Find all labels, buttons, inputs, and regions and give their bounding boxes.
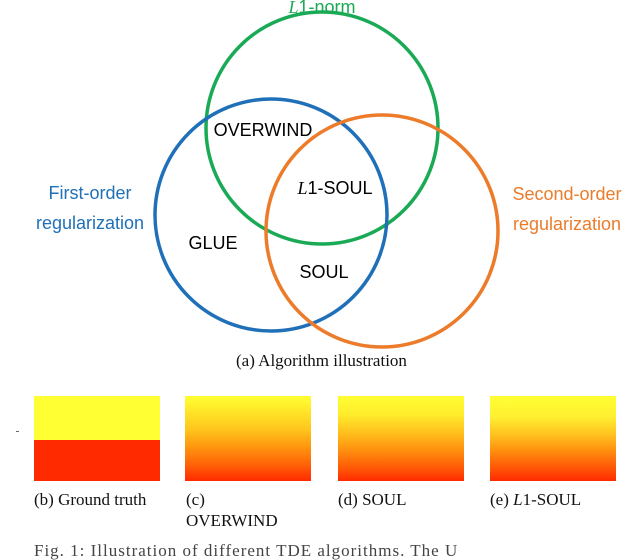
left-edge-mark xyxy=(16,431,19,432)
second-order-circle xyxy=(264,113,500,349)
first-order-circle xyxy=(153,97,389,333)
l1-soul-region-label: L1-SOUL xyxy=(296,178,372,198)
first-order-label-line2: regularization xyxy=(36,213,144,233)
overwind-result-image xyxy=(185,396,311,481)
figure-caption-cut: Fig. 1: Illustration of different TDE al… xyxy=(0,540,640,560)
second-order-label-line1: Second-order xyxy=(512,184,621,204)
first-order-label-line1: First-order xyxy=(48,183,131,203)
second-order-label-line2: regularization xyxy=(513,214,621,234)
soul-region-label: SOUL xyxy=(299,262,348,282)
l1-norm-label: L1-norm xyxy=(287,0,355,17)
figure-caption-text: Fig. 1: Illustration of different TDE al… xyxy=(34,541,459,560)
caption-e: (e) L1-SOUL xyxy=(490,490,582,509)
caption-a: (a) Algorithm illustration xyxy=(236,351,407,370)
caption-c-line1: (c) xyxy=(186,490,205,509)
overwind-region-label: OVERWIND xyxy=(214,120,313,140)
caption-b: (b) Ground truth xyxy=(34,490,147,509)
caption-c-line2: OVERWIND xyxy=(186,511,278,530)
l1-soul-result-image xyxy=(490,396,616,481)
glue-region-label: GLUE xyxy=(188,233,237,253)
caption-d: (d) SOUL xyxy=(338,490,407,509)
ground-truth-image xyxy=(34,396,160,481)
venn-diagram: L1-norm First-order regularization Secon… xyxy=(36,0,622,349)
soul-result-image xyxy=(338,396,464,481)
